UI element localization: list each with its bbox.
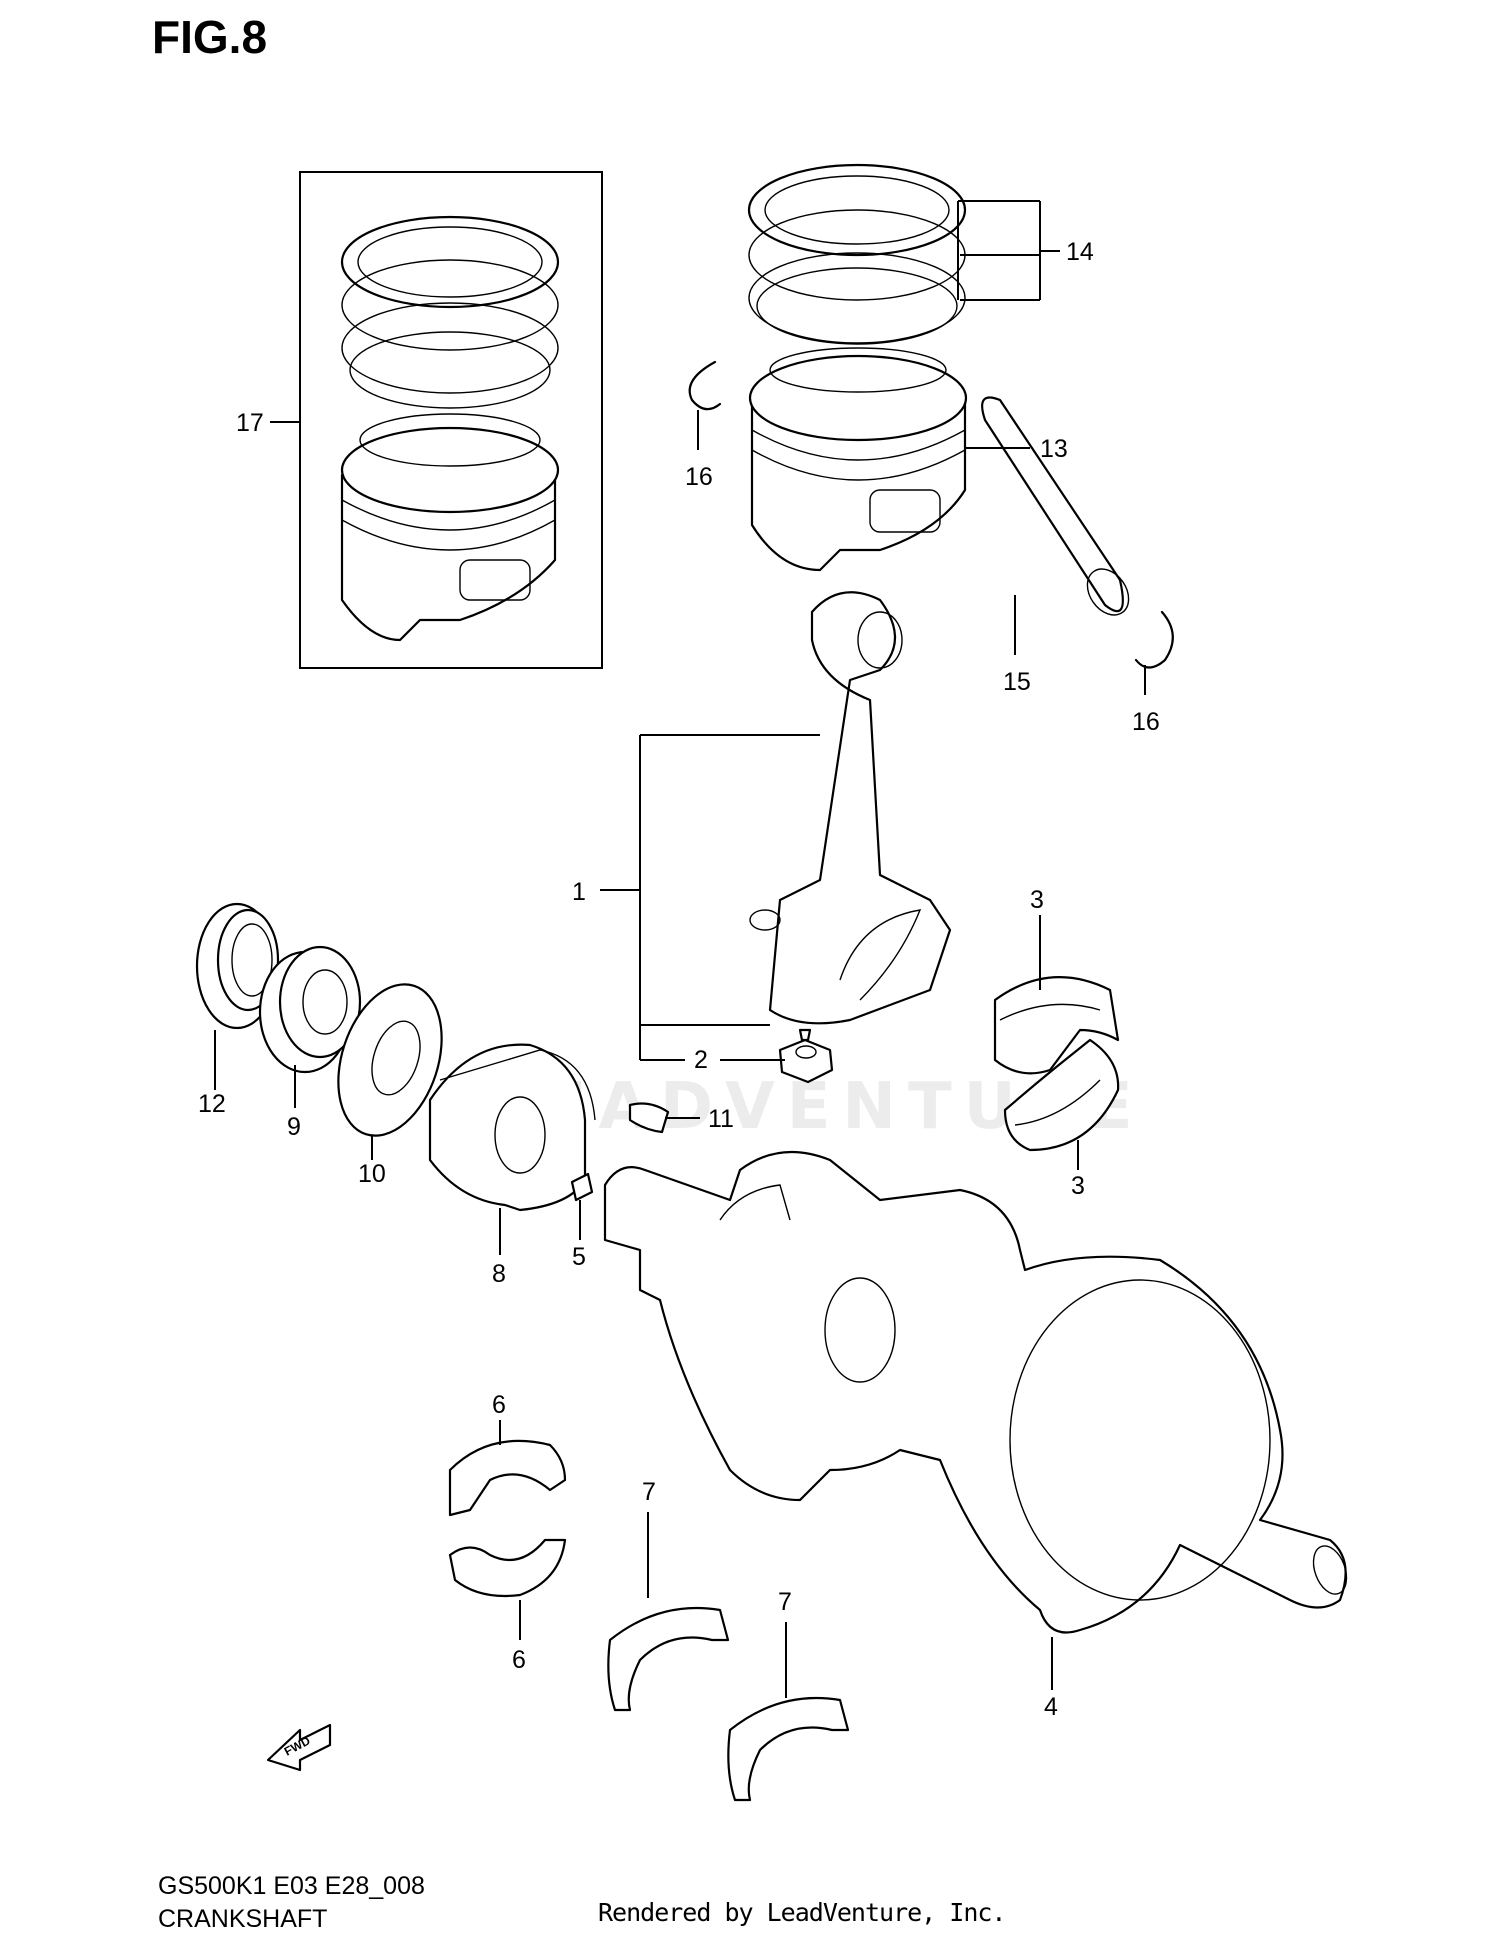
conrod-bearing-upper bbox=[993, 976, 1120, 1075]
callout-3-upper: 3 bbox=[1030, 886, 1044, 914]
callout-16-upper: 16 bbox=[685, 463, 713, 491]
piston-rings bbox=[747, 163, 967, 345]
callout-13: 13 bbox=[1040, 435, 1068, 463]
circlip-upper bbox=[688, 360, 722, 411]
callout-1: 1 bbox=[572, 878, 586, 906]
leader-lines bbox=[214, 200, 1146, 1698]
spacer bbox=[258, 945, 362, 1074]
callout-3-lower: 3 bbox=[1071, 1172, 1085, 1200]
thrust-washer-right bbox=[727, 1696, 850, 1802]
piston-pin bbox=[981, 396, 1130, 616]
figure-footer: GS500K1 E03 E28_008 CRANKSHAFT bbox=[158, 1870, 425, 1936]
callout-11: 11 bbox=[708, 1105, 734, 1133]
figure-code: GS500K1 E03 E28_008 bbox=[158, 1872, 425, 1900]
callout-9: 9 bbox=[287, 1113, 301, 1141]
callout-6-lower: 6 bbox=[512, 1646, 526, 1674]
callout-7-right: 7 bbox=[778, 1588, 792, 1616]
washer bbox=[337, 983, 443, 1137]
primary-drive-gear bbox=[428, 1043, 596, 1212]
callout-5: 5 bbox=[572, 1243, 586, 1271]
callout-12: 12 bbox=[198, 1090, 226, 1118]
callout-14: 14 bbox=[1066, 238, 1094, 266]
crank-bearing-lower bbox=[448, 1538, 567, 1598]
dowel-pin bbox=[570, 1172, 594, 1202]
callout-4: 4 bbox=[1044, 1693, 1058, 1721]
figure-title: FIG.8 bbox=[152, 11, 268, 63]
conrod-nut bbox=[778, 1028, 834, 1084]
connecting-rod bbox=[749, 591, 952, 1025]
callout-8: 8 bbox=[492, 1260, 506, 1288]
callout-7-left: 7 bbox=[642, 1478, 656, 1506]
oil-seal bbox=[195, 902, 280, 1030]
piston bbox=[748, 347, 968, 572]
callout-labels: 1 2 3 3 4 5 6 6 7 7 8 9 10 11 12 13 14 1… bbox=[198, 238, 1160, 1721]
callout-6-upper: 6 bbox=[492, 1391, 506, 1419]
callout-10: 10 bbox=[358, 1160, 386, 1188]
piston-set-box bbox=[299, 171, 603, 669]
conrod-bearing-lower bbox=[1003, 1038, 1120, 1152]
callout-15: 15 bbox=[1003, 668, 1031, 696]
crankshaft bbox=[603, 1150, 1348, 1634]
circlip-lower bbox=[1134, 610, 1174, 669]
callout-16-lower: 16 bbox=[1132, 708, 1160, 736]
callout-2: 2 bbox=[694, 1046, 708, 1074]
figure-name: CRANKSHAFT bbox=[158, 1905, 328, 1933]
rendered-by-credit: Rendered by LeadVenture, Inc. bbox=[598, 1898, 1006, 1927]
thrust-washer-left bbox=[607, 1606, 730, 1712]
fwd-arrow-icon: FWD bbox=[266, 1723, 332, 1772]
woodruff-key bbox=[628, 1102, 670, 1134]
crank-bearing-upper bbox=[448, 1439, 567, 1517]
callout-17: 17 bbox=[236, 409, 264, 437]
